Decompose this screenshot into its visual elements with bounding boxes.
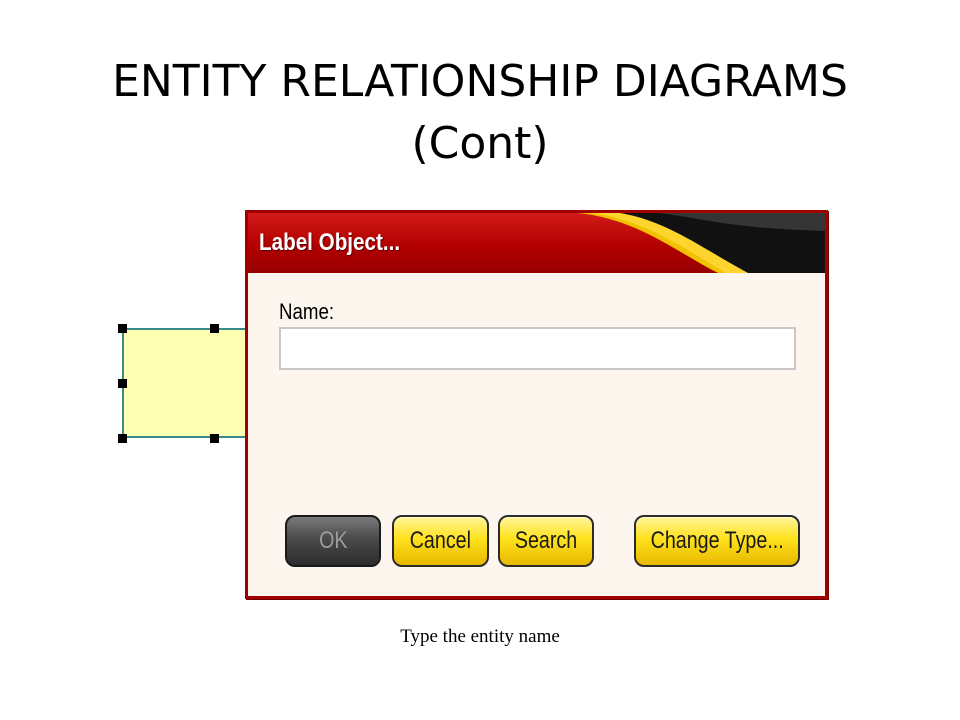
change-type-button-label: Change Type... — [650, 527, 784, 554]
ok-button[interactable]: OK — [285, 515, 381, 567]
change-type-button[interactable]: Change Type... — [634, 515, 800, 567]
resize-handle-middle-left[interactable] — [118, 379, 127, 388]
slide-title-line-2: (Cont) — [411, 118, 549, 170]
name-label: Name: — [279, 299, 335, 324]
cancel-button[interactable]: Cancel — [392, 515, 489, 567]
name-input[interactable] — [279, 327, 796, 370]
resize-handle-top-middle[interactable] — [210, 324, 219, 333]
resize-handle-bottom-left[interactable] — [118, 434, 127, 443]
slide-title: ENTITY RELATIONSHIP DIAGRAMS (Cont) — [0, 51, 960, 175]
ok-button-label: OK — [318, 527, 348, 554]
search-button[interactable]: Search — [498, 515, 594, 567]
slide-title-line-1: ENTITY RELATIONSHIP DIAGRAMS — [112, 56, 848, 108]
label-object-dialog: Label Object... Name: OK Cancel Search C… — [245, 210, 828, 599]
entity-shape[interactable] — [118, 324, 252, 443]
search-button-label: Search — [514, 527, 578, 554]
titlebar-swoosh-decoration — [578, 213, 825, 273]
dialog-title: Label Object... — [259, 229, 401, 256]
dialog-titlebar[interactable]: Label Object... — [248, 213, 825, 273]
slide-caption: Type the entity name — [400, 626, 560, 647]
cancel-button-label: Cancel — [409, 527, 472, 554]
resize-handle-bottom-middle[interactable] — [210, 434, 219, 443]
resize-handle-top-left[interactable] — [118, 324, 127, 333]
